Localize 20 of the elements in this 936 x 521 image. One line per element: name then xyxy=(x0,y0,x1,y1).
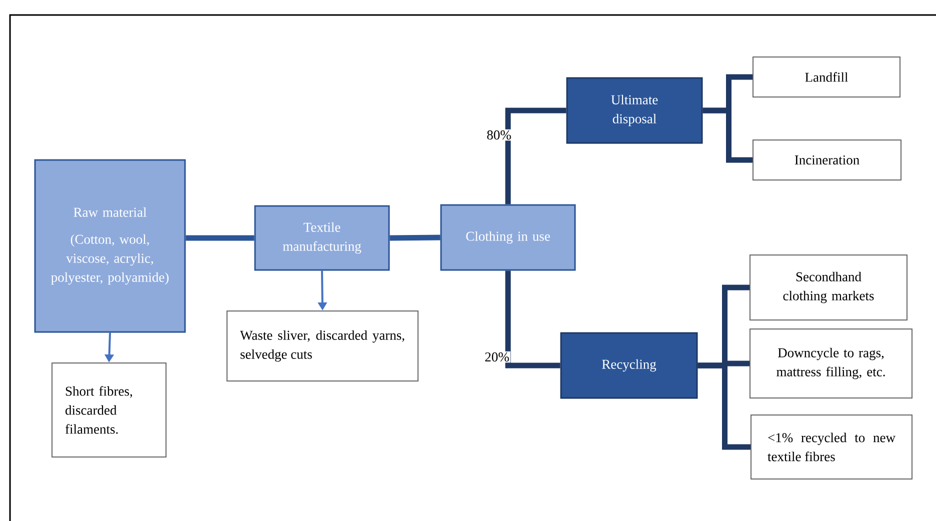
connector-line xyxy=(186,235,254,241)
text-box: Short fibres, discarded filaments. xyxy=(52,362,166,458)
text-box: Incineration xyxy=(752,140,902,180)
outcome-box: Recycling xyxy=(560,332,698,399)
text-box: Landfill xyxy=(752,56,900,98)
text-box: Waste sliver, discarded yarns, selvedge cuts xyxy=(226,310,418,382)
outcome-box: Ultimate disposal xyxy=(566,77,703,144)
connector-line xyxy=(505,108,566,204)
edge-label: 80% xyxy=(486,129,512,141)
process-box: Clothing in use xyxy=(440,204,576,271)
text-box: <1% recycled to new textile fibres xyxy=(750,414,912,480)
connector-line xyxy=(390,234,440,241)
connector-line xyxy=(698,362,750,450)
text-box: Downcycle to rags, mattress filling, etc. xyxy=(750,328,912,398)
edge-label: 20% xyxy=(484,351,510,363)
process-box: Raw material (Cotton, wool, viscose, acrylic, polyester, polyamide) xyxy=(34,159,186,333)
connector-line xyxy=(702,108,752,163)
connector-line xyxy=(505,270,560,368)
process-box: Textile manufacturing xyxy=(254,205,390,271)
text-box: Secondhand clothing markets xyxy=(750,254,908,320)
